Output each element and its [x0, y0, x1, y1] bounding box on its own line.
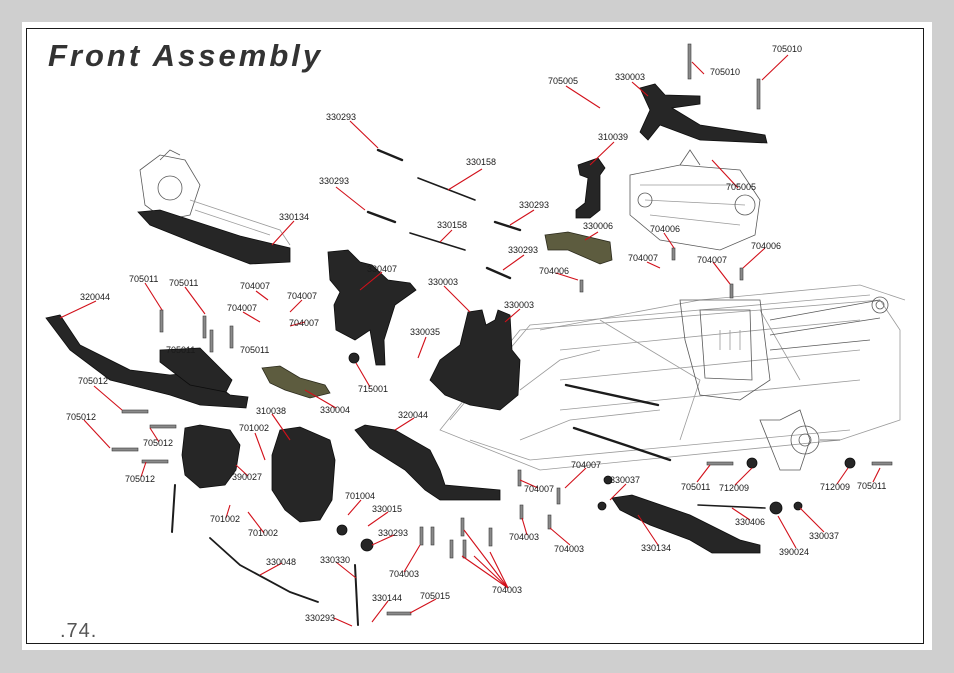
part-label: 320044	[398, 410, 428, 420]
part-label: 701004	[345, 491, 375, 501]
part-label: 330293	[378, 528, 408, 538]
part-label: 704007	[287, 291, 317, 301]
part-label: 390024	[779, 547, 809, 557]
part-label: 705012	[78, 376, 108, 386]
part-label: 330293	[508, 245, 538, 255]
part-320044-skid	[354, 424, 501, 501]
leader-lines	[59, 54, 881, 627]
part-label: 705011	[169, 278, 198, 288]
part-label: 701002	[239, 423, 269, 433]
part-310039-mount	[575, 157, 606, 219]
part-label: 330293	[326, 112, 356, 122]
part-label: 705005	[548, 76, 578, 86]
part-label: 704007	[571, 460, 601, 470]
part-label: 704007	[227, 303, 257, 313]
part-label: 705011	[129, 274, 158, 284]
part-label: 330144	[372, 593, 402, 603]
part-label: 330003	[428, 277, 458, 287]
part-label: 701002	[248, 528, 278, 538]
part-label: 330330	[320, 555, 350, 565]
part-label: 705015	[420, 591, 450, 601]
part-label: 701002	[210, 514, 240, 524]
part-label: 705012	[125, 474, 155, 484]
part-label: 330048	[266, 557, 296, 567]
part-label: 704007	[524, 484, 554, 494]
part-label: 704003	[554, 544, 584, 554]
part-label: 310039	[598, 132, 628, 142]
part-label: 715001	[358, 384, 388, 394]
parts	[45, 43, 893, 626]
part-330006-plate	[544, 231, 613, 265]
part-label: 310038	[256, 406, 286, 416]
part-label: 705010	[710, 67, 740, 77]
part-label: 330037	[610, 475, 640, 485]
part-390027-housing	[181, 424, 241, 489]
part-330004-bracket	[261, 365, 331, 399]
part-label: 704007	[240, 281, 270, 291]
part-330134-lower-arm	[611, 494, 761, 554]
part-label: 330407	[367, 264, 397, 274]
part-label: 704006	[539, 266, 569, 276]
part-label: 705012	[143, 438, 173, 448]
part-label: 330003	[504, 300, 534, 310]
part-label: 712009	[719, 483, 749, 493]
part-label: 705011	[166, 345, 195, 355]
part-label: 330134	[279, 212, 309, 222]
part-label: 712009	[820, 482, 850, 492]
part-label: 330037	[809, 531, 839, 541]
part-label: 330134	[641, 543, 671, 553]
part-label: 704007	[289, 318, 319, 328]
page-number: .74.	[60, 620, 98, 642]
part-330407-tower	[327, 249, 417, 366]
part-labels: 705010 705010 705005 330003 310039 33029…	[66, 44, 886, 623]
part-330134-arm	[137, 209, 291, 265]
part-label: 704006	[751, 241, 781, 251]
part-label: 330035	[410, 327, 440, 337]
part-label: 330293	[519, 200, 549, 210]
part-310038-housing	[271, 426, 336, 523]
page-title: Front Assembly	[48, 38, 324, 73]
chassis-sketch	[139, 149, 906, 471]
part-label: 330293	[319, 176, 349, 186]
part-label: 704003	[509, 532, 539, 542]
part-label: 705012	[66, 412, 96, 422]
part-label: 704006	[650, 224, 680, 234]
part-label: 330015	[372, 504, 402, 514]
part-label: 330003	[615, 72, 645, 82]
part-330003-upright	[429, 309, 521, 411]
page-frame	[26, 28, 924, 644]
part-label: 330158	[437, 220, 467, 230]
part-label: 330406	[735, 517, 765, 527]
part-label: 390027	[232, 472, 262, 482]
part-330003-shock-tower	[639, 83, 768, 144]
part-label: 705010	[772, 44, 802, 54]
part-label: 705011	[857, 481, 886, 491]
part-label: 705011	[240, 345, 269, 355]
part-label: 704003	[492, 585, 522, 595]
part-label: 330006	[583, 221, 613, 231]
part-label: 705005	[726, 182, 756, 192]
part-label: 330293	[305, 613, 335, 623]
part-label: 320044	[80, 292, 110, 302]
part-320044-bumper	[45, 314, 249, 409]
part-label: 330004	[320, 405, 350, 415]
part-label: 704003	[389, 569, 419, 579]
part-label: 704007	[628, 253, 658, 263]
part-label: 330158	[466, 157, 496, 167]
part-label: 705011	[681, 482, 710, 492]
part-label: 704007	[697, 255, 727, 265]
